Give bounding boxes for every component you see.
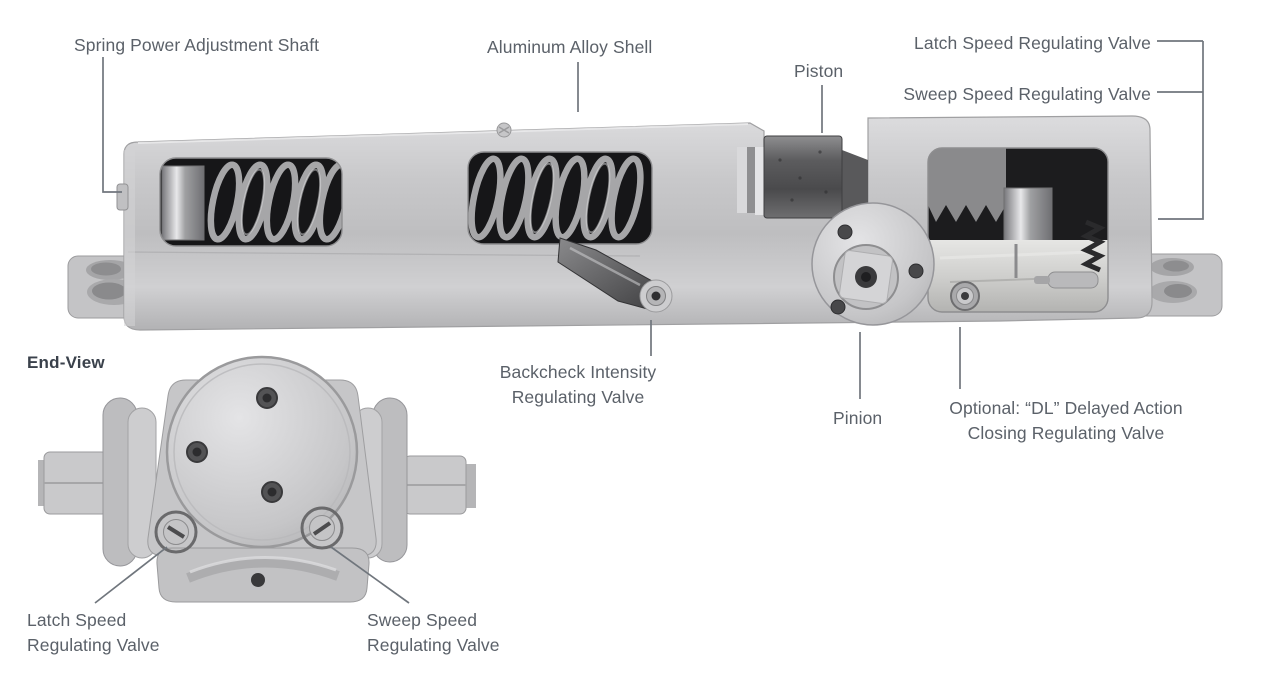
piston-part [737, 135, 868, 219]
pinion-part [811, 202, 935, 326]
leader-lines [94, 40, 1204, 604]
main-cutaway-photo [67, 115, 1223, 331]
leader-end-sweep [330, 546, 410, 604]
label-end-view-sweep-speed: Sweep Speed Regulating Valve [367, 610, 500, 655]
spring-window-left [159, 157, 343, 247]
valve-cylinder [1003, 187, 1053, 249]
end-view-sweep-valve [300, 506, 344, 550]
end-view-pinion-plate [165, 355, 359, 549]
leader-valve-bracket [1158, 41, 1204, 220]
right-hex-stub [403, 455, 476, 515]
label-aluminum-alloy-shell: Aluminum Alloy Shell [487, 37, 653, 57]
label-pinion: Pinion [833, 408, 883, 428]
left-hex-stub [38, 451, 109, 515]
label-sweep-speed-regulating-valve: Sweep Speed Regulating Valve [903, 84, 1151, 104]
dl-delayed-action-valve [950, 281, 980, 311]
left-boss [102, 397, 157, 567]
label-latch-speed-regulating-valve: Latch Speed Regulating Valve [914, 33, 1151, 53]
delay-spring [1080, 219, 1106, 273]
rack-teeth [928, 148, 1006, 222]
spring-power-adjustment-shaft [116, 183, 129, 211]
leader-spring-power [102, 57, 122, 193]
end-view-heading: End-View [27, 353, 105, 372]
label-piston: Piston [794, 61, 844, 81]
label-optional-dl-delayed-action: Optional: “DL” Delayed Action Closing Re… [949, 398, 1183, 443]
end-view-latch-valve [154, 510, 198, 554]
label-spring-power-adjustment-shaft: Spring Power Adjustment Shaft [74, 35, 320, 55]
shell-screw [496, 122, 512, 138]
backcheck-intensity-valve [639, 279, 673, 313]
end-view-bottom-bracket [156, 547, 370, 603]
label-backcheck-intensity-regulating-valve: Backcheck Intensity Regulating Valve [499, 362, 657, 407]
right-cutaway-opening [927, 147, 1109, 313]
spring-window-middle [467, 151, 653, 245]
end-view-photo [38, 355, 476, 603]
leader-end-latch [94, 546, 168, 604]
label-end-view-latch-speed: Latch Speed Regulating Valve [27, 610, 160, 655]
